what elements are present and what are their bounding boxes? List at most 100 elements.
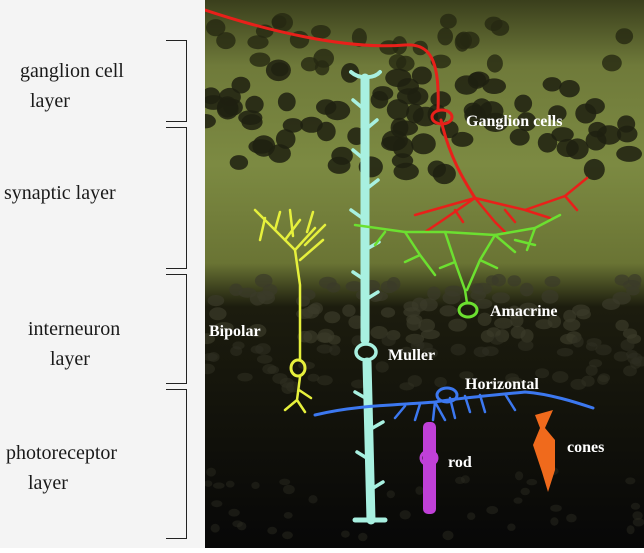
nucleus	[317, 375, 333, 386]
nucleus	[399, 382, 415, 391]
nucleus	[556, 347, 574, 357]
nucleus	[552, 371, 569, 383]
nucleus	[575, 103, 597, 124]
nucleus	[386, 490, 395, 499]
nucleus	[387, 277, 401, 291]
nucleus	[201, 87, 221, 105]
nucleus	[520, 329, 534, 343]
nucleus	[625, 477, 636, 485]
nucleus	[623, 365, 637, 377]
nucleus	[251, 481, 260, 489]
nucleus	[517, 339, 534, 351]
nucleus	[381, 335, 396, 347]
nucleus	[588, 359, 603, 368]
nucleus	[444, 285, 463, 297]
nucleus	[307, 373, 320, 382]
nucleus	[490, 19, 510, 36]
nucleus	[464, 105, 486, 126]
nucleus	[630, 357, 642, 369]
nucleus	[491, 273, 506, 287]
ganglion-cell	[203, 8, 589, 234]
nucleus	[370, 326, 388, 339]
nucleus	[566, 513, 577, 523]
nucleus	[515, 471, 524, 481]
nucleus	[238, 110, 263, 125]
nucleus	[420, 329, 440, 340]
nucleus	[324, 100, 351, 121]
nucleus	[275, 129, 296, 149]
nucleus	[318, 276, 337, 289]
cone-photoreceptor	[533, 410, 555, 492]
nucleus	[563, 309, 577, 323]
ganglion-cell-layer-label-line2: layer	[30, 90, 70, 112]
nucleus	[470, 283, 484, 294]
nucleus	[486, 506, 499, 515]
nucleus	[427, 160, 446, 178]
nucleus	[439, 305, 458, 317]
nucleus	[626, 525, 635, 535]
bipolar-cell	[253, 208, 327, 414]
nucleus	[248, 324, 267, 338]
nucleus	[225, 480, 235, 488]
layer-label-panel: ganglion cell layer synaptic layer inter…	[0, 0, 205, 548]
cones-label: cones	[567, 439, 604, 456]
nucleus	[602, 54, 622, 72]
bipolar-label: Bipolar	[209, 323, 261, 340]
nucleus	[514, 94, 533, 113]
nucleus	[213, 482, 225, 489]
nucleus	[602, 298, 620, 311]
nucleus	[279, 478, 291, 486]
ganglion-layer-bracket	[166, 40, 187, 122]
nucleus	[237, 372, 253, 382]
nucleus	[351, 379, 367, 389]
nucleus	[229, 155, 249, 170]
nucleus	[615, 319, 629, 331]
nucleus	[390, 117, 409, 138]
muller-cell	[349, 70, 388, 525]
nucleus	[342, 304, 356, 317]
amacrine-label: Amacrine	[490, 303, 558, 320]
nucleus	[509, 128, 530, 146]
nucleus	[316, 344, 333, 354]
nucleus	[585, 364, 598, 376]
nucleus	[583, 158, 605, 181]
nucleus	[249, 52, 271, 67]
nucleus	[427, 286, 441, 301]
nucleus	[550, 504, 562, 512]
nucleus	[399, 510, 411, 520]
interneuron-layer-bracket	[166, 274, 187, 384]
nucleus	[559, 80, 580, 98]
nucleus	[566, 138, 589, 160]
nucleus	[482, 78, 507, 94]
muller-label: Muller	[388, 347, 435, 364]
nucleus	[314, 60, 330, 76]
nucleus	[620, 339, 635, 352]
nucleus	[256, 354, 273, 364]
nucleus	[632, 511, 643, 520]
nucleus	[535, 368, 550, 379]
nucleus	[228, 508, 240, 517]
nucleus	[267, 365, 280, 374]
photoreceptor-layer-label-line1: photoreceptor	[6, 442, 118, 464]
nucleus	[494, 317, 513, 329]
nucleus	[375, 361, 389, 373]
nucleus	[454, 32, 470, 52]
nucleus	[572, 335, 584, 348]
nucleus	[283, 512, 293, 519]
nucleus	[316, 332, 333, 343]
nucleus	[400, 346, 413, 357]
nucleus	[595, 344, 612, 356]
nucleus	[450, 343, 466, 356]
nucleus	[380, 307, 396, 318]
nucleus	[430, 91, 451, 108]
ganglion-cell-layer-label-line1: ganglion cell	[20, 60, 124, 82]
nucleus	[491, 292, 510, 304]
nucleus	[490, 335, 504, 345]
nucleus	[256, 290, 274, 301]
nucleus	[459, 371, 474, 380]
nucleus	[218, 87, 241, 107]
nucleus	[232, 520, 243, 528]
nucleus	[331, 146, 353, 165]
nucleus	[296, 295, 310, 307]
nucleus	[206, 19, 226, 37]
